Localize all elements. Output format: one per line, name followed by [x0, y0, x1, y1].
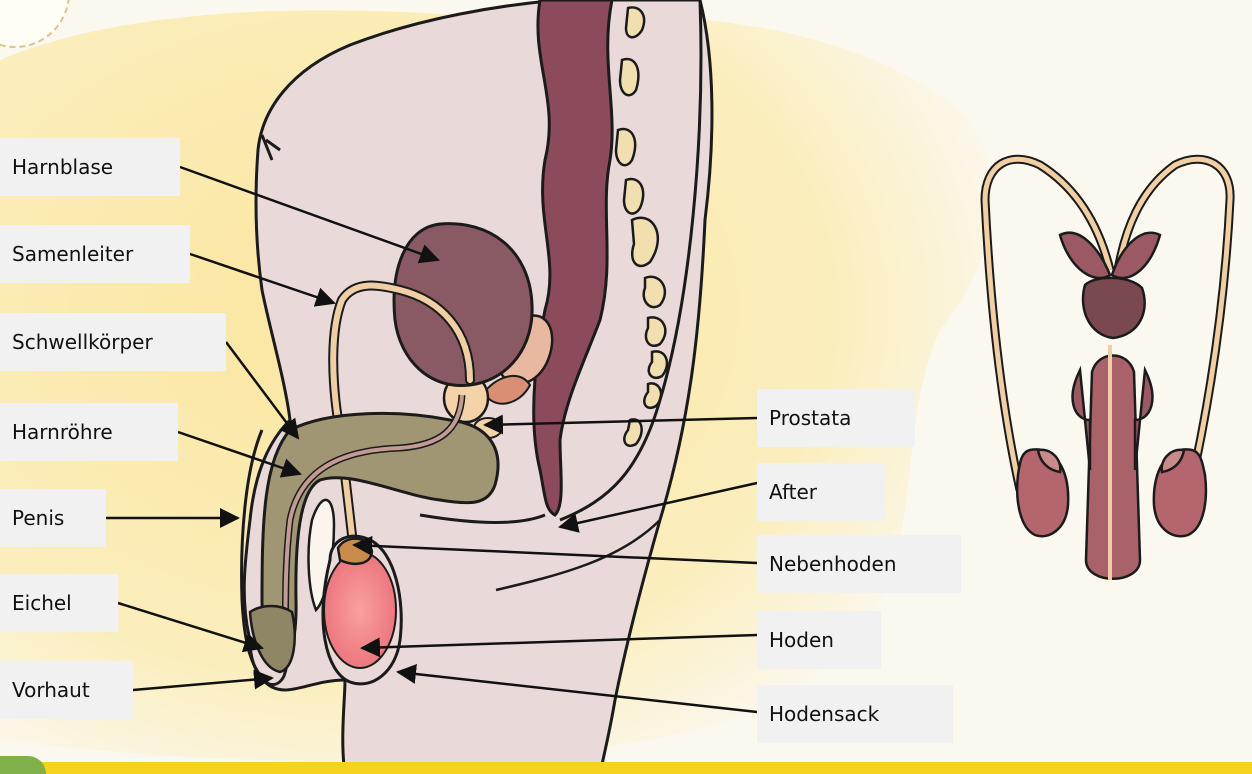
label-eichel: Eichel: [0, 574, 118, 632]
label-schwellkoerper: Schwellkörper: [0, 313, 226, 371]
label-vorhaut: Vorhaut: [0, 661, 133, 719]
label-harnblase: Harnblase: [0, 138, 180, 196]
epididymis: [338, 539, 372, 564]
label-prostata: Prostata: [757, 389, 915, 447]
label-harnroehre: Harnröhre: [0, 403, 178, 461]
label-hodensack: Hodensack: [757, 685, 953, 743]
label-hoden: Hoden: [757, 611, 881, 669]
testis: [324, 552, 396, 668]
label-nebenhoden: Nebenhoden: [757, 535, 961, 593]
label-after: After: [757, 463, 885, 521]
label-samenleiter: Samenleiter: [0, 225, 190, 283]
label-penis: Penis: [0, 489, 106, 547]
bladder: [394, 224, 532, 386]
frontal-diagram: [985, 159, 1230, 580]
bottom-bar: [0, 762, 1252, 774]
